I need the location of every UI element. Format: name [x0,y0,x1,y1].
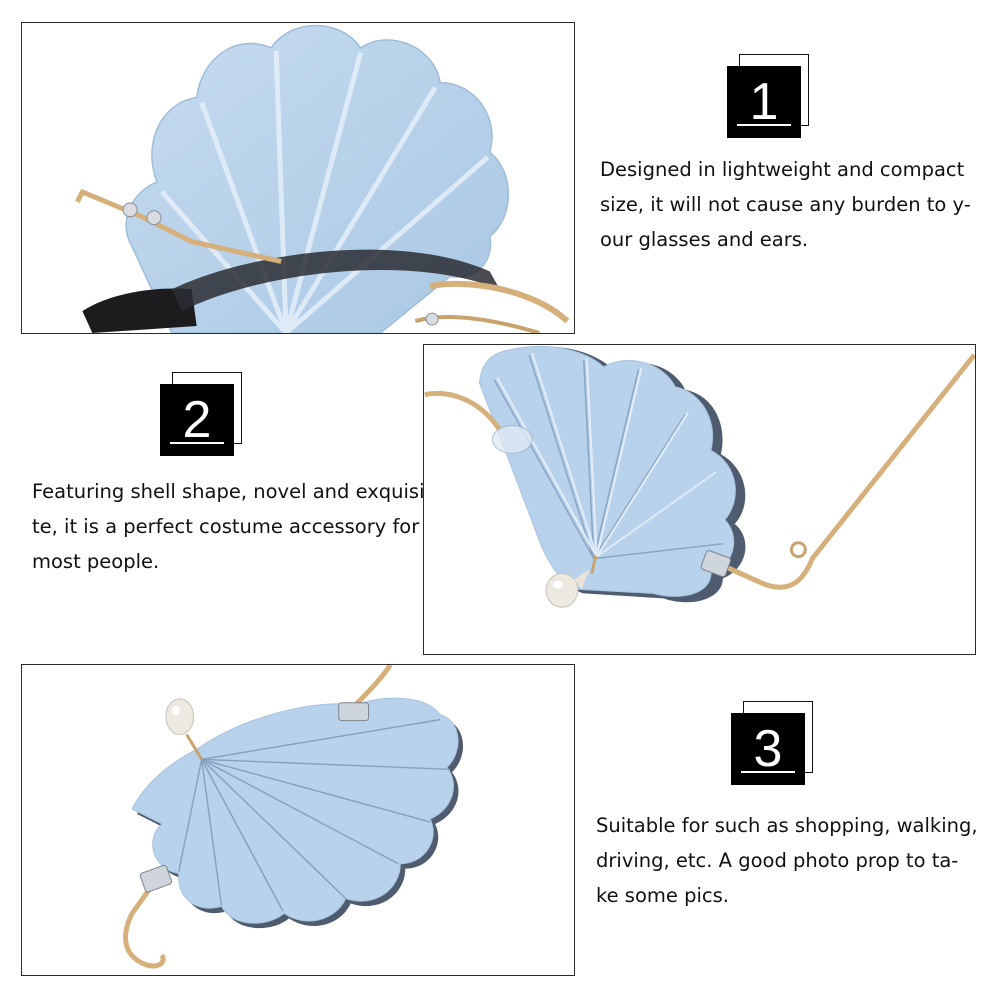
feature-description-2: Featuring shell shape, novel and exquisi… [32,474,432,579]
description-line: ke some pics. [596,884,729,907]
badge-number: 2 [160,384,234,456]
feature-description-1: Designed in lightweight and compact size… [600,152,971,257]
product-photo-1 [21,22,575,334]
shell-lens-closeup-image [75,24,570,333]
feature-number-badge-3: 3 [731,701,817,799]
product-photo-3 [21,664,575,976]
description-line: Designed in lightweight and compact [600,158,965,181]
description-line: te, it is a perfect costume accessory fo… [32,515,420,538]
description-line: most people. [32,550,160,573]
product-photo-2 [423,344,976,655]
badge-underline [737,124,791,126]
description-line: Featuring shell shape, novel and exquisi… [32,480,432,503]
feature-description-3: Suitable for such as shopping, walking, … [596,808,978,913]
shell-lens-with-pearl-image [424,345,975,608]
feature-number-badge-1: 1 [727,54,813,152]
description-line: Suitable for such as shopping, walking, [596,814,978,837]
badge-underline [741,771,795,773]
shell-lens-top-view-image [123,665,464,969]
feature-number-badge-2: 2 [160,372,246,470]
badge-number: 3 [731,713,805,785]
badge-underline [170,442,224,444]
description-line: our glasses and ears. [600,228,809,251]
description-line: driving, etc. A good photo prop to ta- [596,849,959,872]
description-line: size, it will not cause any burden to y- [600,193,971,216]
badge-number: 1 [727,66,801,138]
